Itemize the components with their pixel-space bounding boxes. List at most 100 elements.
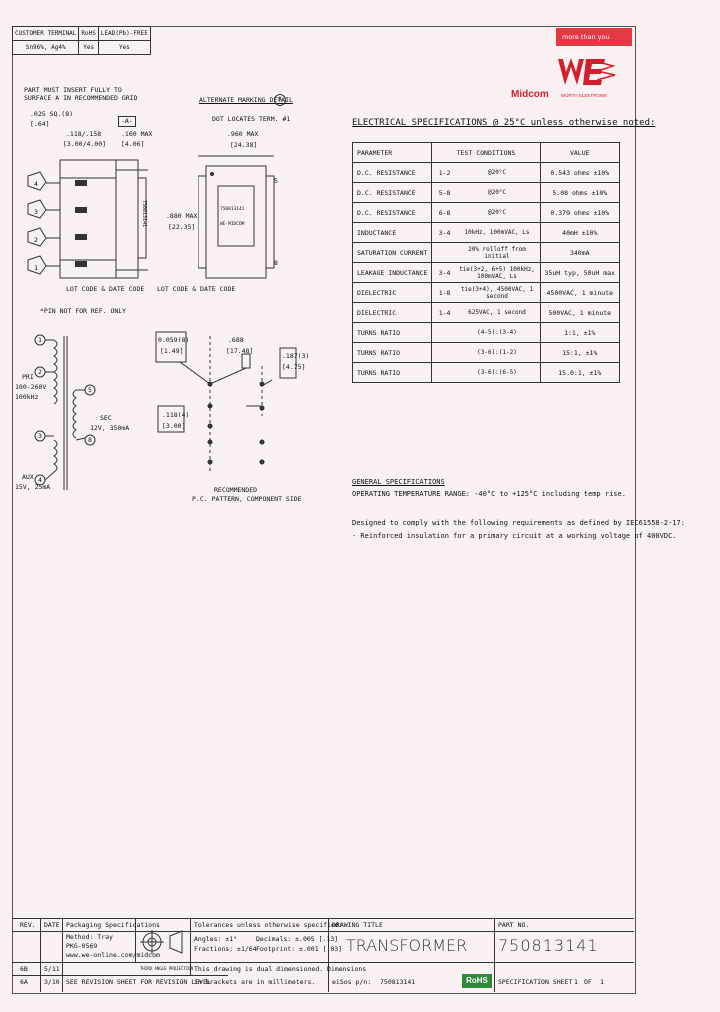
elec-cell-pins: 1-8	[431, 282, 455, 303]
elec-row: TURNS RATIO(3-6):(1-2)15:1, ±1%	[351, 342, 621, 363]
lot-code-2: LOT CODE & DATE CODE	[157, 285, 236, 293]
elec-cell-value: 15:1, ±1%	[539, 342, 621, 363]
elec-cell-pins: 3-4	[431, 222, 455, 243]
sheet-frame	[12, 26, 636, 994]
elec-cell-value: 40mH ±10%	[539, 222, 621, 243]
schematic-pin-5: 5	[88, 386, 92, 394]
elec-cell-pins: 1-2	[431, 162, 455, 183]
elec-cell-pins	[431, 322, 455, 343]
elec-cell-pins: 1-4	[431, 302, 455, 323]
elec-cell-pins	[431, 342, 455, 363]
dim-w-mm: [24.38]	[230, 141, 258, 149]
mech-top-view	[198, 155, 275, 279]
part-label: PART NO.	[498, 921, 530, 929]
pri-value: 100-260V	[15, 383, 47, 391]
pin-label-right-8: 8	[274, 259, 278, 267]
pcb-dim4: .118(4)	[162, 411, 190, 419]
elec-cell-condition: (3-6):(1-2)	[454, 342, 541, 363]
sheet-total: 1	[600, 978, 604, 986]
dim-h: .880 MAX	[166, 212, 198, 220]
elec-cell-condition: 20% rolloff from initial	[454, 242, 541, 263]
pcb-dim4-mm: [3.00]	[162, 422, 186, 430]
top-marking-line-2: WE-MIDCOM	[220, 222, 245, 227]
elec-cell-parameter: TURNS RATIO	[351, 322, 433, 343]
aux-value: 15V, 25mA	[15, 483, 51, 491]
customer-terminal-header: CUSTOMER TERMINAL	[11, 26, 80, 41]
electrical-title: ELECTRICAL SPECIFICATIONS @ 25°C unless …	[352, 118, 656, 128]
elec-cell-parameter: TURNS RATIO	[351, 362, 433, 383]
projection-label: THIRD ANGLE PROJECTION	[140, 966, 193, 971]
pin-label-4: 4	[34, 180, 38, 188]
schematic-pin-8: 8	[88, 436, 92, 444]
aux-label: AUX	[22, 473, 34, 481]
date-1: 5/11	[44, 965, 60, 973]
mech-note-2: SURFACE A IN RECOMMENDED GRID	[24, 94, 138, 102]
tol-fractions: Fractions: ±1/64	[194, 945, 257, 953]
rohs-badge: RoHS	[462, 974, 492, 988]
dim-note-1: This drawing is dual dimensioned. Dimens…	[194, 965, 367, 973]
rohs-badge-text: RoHS	[466, 976, 488, 985]
elec-cell-parameter: DIELECTRIC	[351, 302, 433, 323]
dim-h-mm: [22.35]	[168, 223, 196, 231]
sec-label: SEC	[100, 414, 112, 422]
elec-cell-condition: (4-5):(3-4)	[454, 322, 541, 343]
rev-header: REV.	[20, 921, 36, 929]
dim-note-2: in brackets are in millimeters.	[194, 978, 316, 986]
pcb-dim1-mm: [1.49]	[160, 347, 184, 355]
surface-a-label: -A-	[118, 116, 136, 127]
elec-cell-value: 340mA	[539, 242, 621, 263]
ref-only-note: *PIN NOT FOR REF. ONLY	[40, 307, 127, 315]
pin-label-right-5: 5	[274, 177, 278, 185]
elec-row: SATURATION CURRENT 20% rolloff from initi…	[351, 242, 621, 263]
alt-marking-label: ALTERNATE MARKING DETAIL	[199, 96, 293, 104]
elec-cell-condition: 625VAC, 1 second	[454, 302, 541, 323]
dot-note: DOT LOCATES TERM. #1	[212, 115, 291, 123]
brand-banner: more than you expect	[556, 28, 632, 59]
tol-angles: Angles: ±1°	[194, 935, 238, 943]
brand-logo: Midcom WÜRTH ELEKTRONIK	[511, 53, 627, 103]
pri-freq: 100kHz	[15, 393, 39, 401]
general-title: GENERAL SPECIFICATIONS	[352, 478, 445, 486]
elec-header-value: VALUE	[539, 142, 621, 163]
elec-cell-parameter: LEAKAGE INDUCTANCE	[351, 262, 433, 283]
projection-icon	[140, 930, 183, 954]
brand-banner-text: more than you expect	[562, 33, 610, 59]
electrical-table: PARAMETER TEST CONDITIONS VALUE D.C. RES…	[351, 142, 621, 383]
mech-side-view	[27, 159, 148, 279]
elec-cell-value: 0.543 ohms ±10%	[539, 162, 621, 183]
side-marking-text: 750813141	[141, 200, 147, 227]
dim-a: .160 MAX	[121, 130, 153, 138]
brand-name: Midcom	[511, 89, 549, 100]
customer-terminal-value: Sn96%, Ag4%	[11, 40, 80, 55]
sec-value: 12V, 350mA	[90, 424, 130, 432]
drawing-title-label: DRAWING TITLE	[332, 921, 383, 929]
tolerances-title: Tolerances unless otherwise specified:	[194, 921, 343, 929]
leadfree-header: LEAD(Pb)-FREE	[97, 26, 151, 41]
elec-header-test: TEST CONDITIONS	[431, 142, 541, 163]
mech-note-1: PART MUST INSERT FULLY TO	[24, 86, 122, 94]
lot-code-1: LOT CODE & DATE CODE	[66, 285, 145, 293]
elec-cell-condition: tie(3+2, 6+5) 100kHz, 100mVAC, Ls	[454, 262, 541, 283]
dim-sq: .025 SQ.(8)	[30, 110, 74, 118]
top-marking-line-1: 750813141	[220, 207, 245, 212]
rev-1: 6B	[20, 965, 28, 973]
elec-cell-parameter: DIELECTRIC	[351, 282, 433, 303]
pri-label: PRI	[22, 373, 34, 381]
elec-cell-parameter: D.C. RESISTANCE	[351, 202, 433, 223]
sheet-of: OF	[584, 978, 592, 986]
elec-cell-pins	[431, 362, 455, 383]
spec-sheet-label: SPECIFICATION SHEET	[498, 978, 573, 986]
elec-row: TURNS RATIO(3-6):(6-5)15.0:1, ±1%	[351, 362, 621, 383]
elec-cell-condition: @20°C	[454, 202, 541, 223]
elec-cell-parameter: SATURATION CURRENT	[351, 242, 433, 263]
rohs-header: RoHS	[78, 26, 99, 41]
customer-table: CUSTOMER TERMINAL RoHS LEAD(Pb)-FREE Sn9…	[11, 26, 151, 55]
pcb-caption-1: RECOMMENDED	[214, 486, 258, 494]
